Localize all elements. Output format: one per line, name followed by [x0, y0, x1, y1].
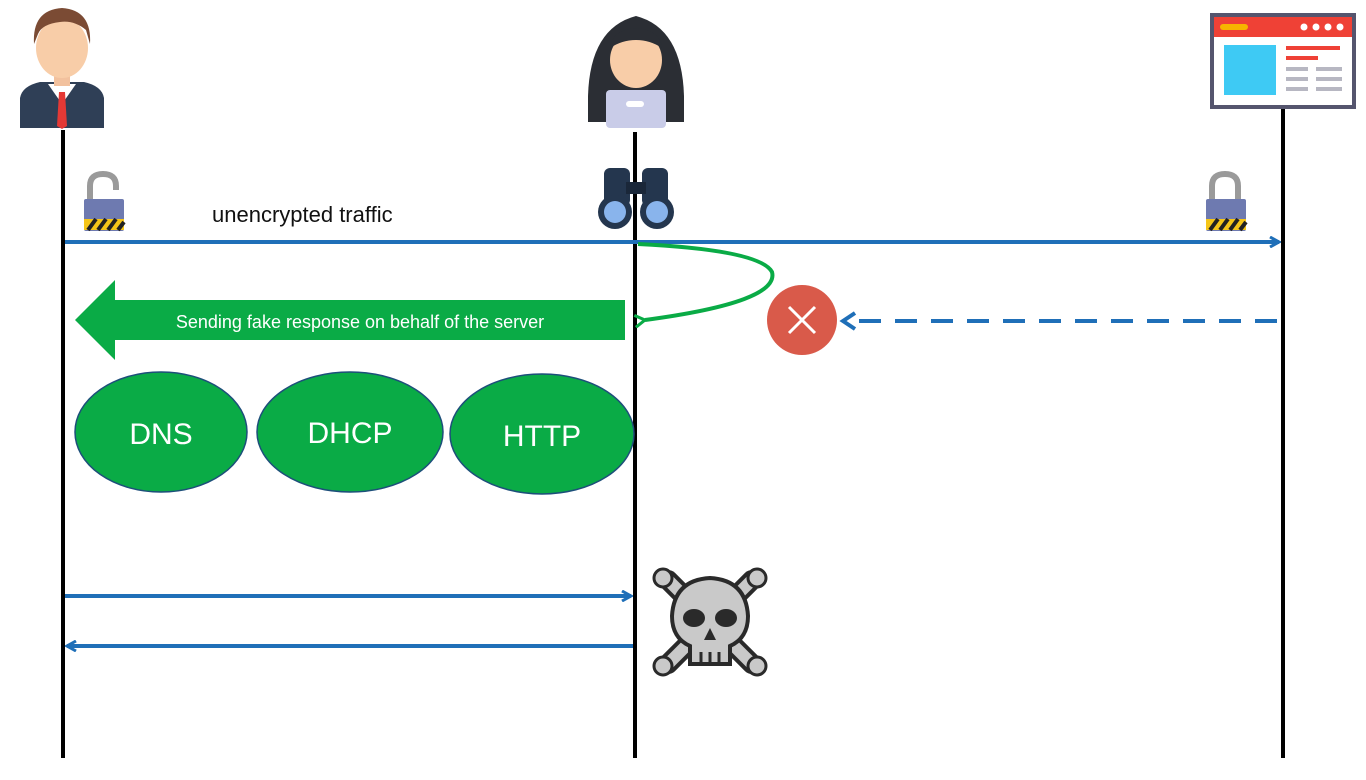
intercept-curve-arrow: [638, 242, 775, 320]
web-browser-window-icon: [1210, 13, 1356, 109]
x-circle-icon: [767, 285, 837, 355]
protocol-dhcp: DHCP: [256, 371, 444, 493]
skull-crossbones-icon: [652, 567, 768, 677]
binoculars-icon: [598, 168, 674, 229]
fake-response-label: Sending fake response on behalf of the s…: [176, 312, 544, 332]
protocol-dns: DNS: [74, 371, 248, 493]
protocol-label: DNS: [129, 418, 192, 451]
open-padlock-icon: [1206, 170, 1248, 232]
protocol-label: HTTP: [503, 420, 581, 453]
server-response-arrowhead: [839, 311, 857, 331]
fake-response-arrow: [75, 280, 625, 360]
open-padlock-icon: [84, 170, 126, 232]
traffic-label: unencrypted traffic: [212, 202, 393, 227]
businessman-avatar-icon: [20, 8, 104, 129]
hooded-hacker-icon: [588, 16, 684, 128]
protocol-http: HTTP: [449, 373, 635, 495]
protocol-label: DHCP: [307, 417, 392, 450]
